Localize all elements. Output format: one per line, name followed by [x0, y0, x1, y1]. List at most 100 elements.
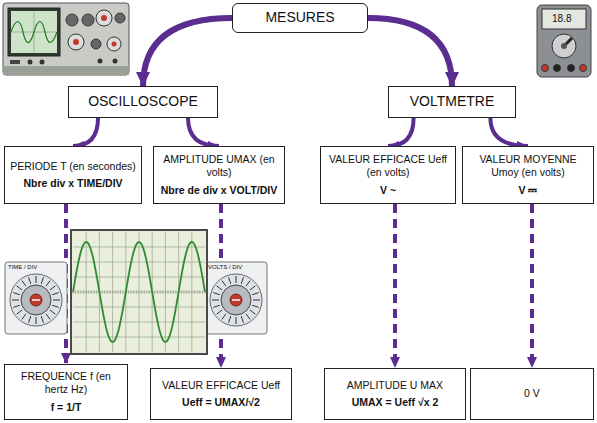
dial-tick — [229, 316, 231, 323]
dial-tick — [50, 286, 56, 290]
grid-tick — [136, 290, 137, 294]
grid-tick — [202, 290, 203, 294]
grid-tick — [117, 290, 118, 294]
dial-tick — [29, 277, 31, 284]
dial-tick — [17, 310, 23, 314]
grid-line — [73, 277, 205, 278]
dial-tick — [213, 305, 220, 307]
dial-tick — [222, 281, 226, 287]
dial-tick — [13, 305, 20, 307]
curved-arrow — [188, 118, 219, 146]
grid-tick — [197, 290, 198, 294]
box-formula: f = 1/T — [51, 401, 82, 414]
grid-tick — [181, 290, 182, 294]
dial-tick — [213, 293, 220, 295]
measure-box: AMPLITUDE UMAX (en volts) Nbre de div x V… — [153, 146, 285, 204]
time-div-dial — [5, 262, 67, 334]
grid-tick — [157, 290, 158, 294]
grid-tick — [109, 290, 110, 294]
grid-tick — [78, 290, 79, 294]
oscilloscope-device — [3, 3, 129, 75]
grid-tick — [91, 290, 92, 294]
grid-tick — [104, 290, 105, 294]
dial-tick — [252, 305, 259, 307]
grid-line — [73, 247, 205, 248]
grid-line — [73, 262, 205, 263]
grid-tick — [173, 290, 174, 294]
box-heading: FREQUENCE f (en hertz Hz) — [9, 370, 123, 396]
dial-label: TIME / DIV — [8, 264, 37, 270]
grid-tick — [149, 290, 150, 294]
dial-tick — [217, 310, 223, 314]
grid-line — [73, 322, 205, 323]
dial-tick — [250, 286, 256, 290]
dial-tick — [22, 281, 26, 287]
grid-tick — [191, 290, 192, 294]
grid-tick — [88, 290, 89, 294]
grid-tick — [141, 290, 142, 294]
box-heading: VALEUR EFFICACE Ueff (en volts) — [325, 153, 451, 179]
curved-arrow — [73, 118, 98, 146]
instrument-box: VOLTMETRE — [388, 86, 516, 118]
dial-tick — [222, 314, 226, 320]
grid-tick — [189, 290, 190, 294]
grid-tick — [112, 290, 113, 294]
grid-tick — [144, 290, 145, 294]
grid-tick — [160, 290, 161, 294]
box-heading: VOLTMETRE — [410, 93, 495, 111]
result-box: AMPLITUDE U MAXUMAX = Ueff √x 2 — [324, 368, 466, 420]
dial-tick — [252, 293, 259, 295]
dial-tick — [12, 300, 19, 301]
dial-tick — [41, 277, 43, 284]
dial-tick — [53, 300, 60, 301]
dial-tick — [217, 286, 223, 290]
oscilloscope-screen — [71, 230, 207, 354]
curved-arrow — [388, 118, 414, 146]
grid-tick — [165, 290, 166, 294]
grid-tick — [107, 290, 108, 294]
grid-tick — [146, 290, 147, 294]
grid-tick — [123, 290, 124, 294]
box-heading: PERIODE T (en secondes) — [10, 160, 136, 173]
dial-label: VOLTS / DIV — [208, 264, 242, 270]
grid-tick — [139, 290, 140, 294]
dashed-arrow — [393, 204, 397, 368]
box-heading: AMPLITUDE UMAX (en volts) — [158, 153, 280, 179]
grid-tick — [131, 290, 132, 294]
measure-box: VALEUR MOYENNE Umoy (en volts)V ⎓ — [462, 146, 594, 204]
grid-tick — [83, 290, 84, 294]
dial-tick — [250, 310, 256, 314]
grid-tick — [170, 290, 171, 294]
grid-tick — [75, 290, 76, 294]
box-heading: MESURES — [265, 9, 334, 27]
curved-arrow — [368, 18, 452, 86]
dial-tick — [36, 317, 37, 324]
dial-tick — [46, 281, 50, 287]
box-formula: Nbre de div x VOLT/DIV — [161, 184, 278, 197]
box-heading: 0 V — [524, 387, 540, 400]
grid-tick — [94, 290, 95, 294]
grid-tick — [115, 290, 116, 294]
dashed-arrow — [530, 204, 534, 368]
dial-tick — [36, 276, 37, 283]
dial-tick — [17, 286, 23, 290]
dial-tick — [246, 281, 250, 287]
box-heading: OSCILLOSCOPE — [88, 93, 198, 111]
box-formula: Nbre div x TIME/DIV — [23, 177, 122, 190]
sine-wave — [73, 242, 205, 342]
box-formula: Ueff = UMAX/√2 — [182, 396, 260, 409]
box-formula: V ~ — [380, 184, 396, 197]
dial-tick — [52, 293, 59, 295]
dial-tick — [46, 314, 50, 320]
grid-tick — [199, 290, 200, 294]
grid-tick — [86, 290, 87, 294]
grid-tick — [133, 290, 134, 294]
box-heading: VALEUR EFFICACE Ueff — [162, 379, 280, 392]
grid-tick — [175, 290, 176, 294]
instrument-box: OSCILLOSCOPE — [68, 86, 218, 118]
dial-tick — [22, 314, 26, 320]
result-box: VALEUR EFFICACE UeffUeff = UMAX/√2 — [150, 368, 292, 420]
grid-line — [73, 307, 205, 308]
multimeter-device — [537, 5, 591, 77]
dial-tick — [50, 310, 56, 314]
